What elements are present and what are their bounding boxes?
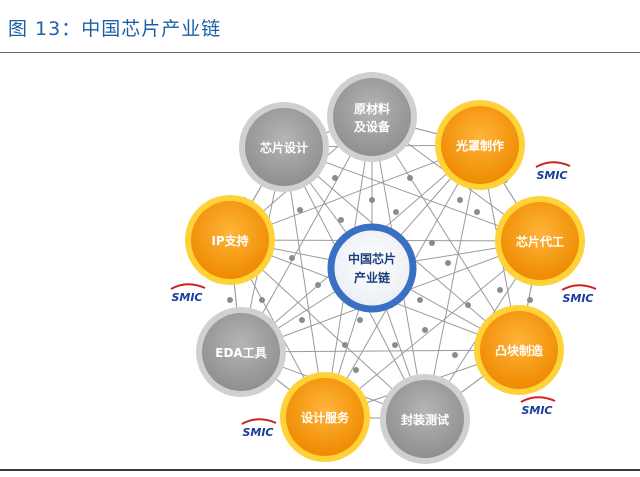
node-foundry: 芯片代工 — [495, 196, 585, 286]
junction-dot — [297, 207, 303, 213]
node-label: 原材料 — [354, 101, 390, 116]
node-disc — [202, 313, 280, 391]
junction-dot — [227, 297, 233, 303]
junction-dot — [392, 342, 398, 348]
junction-dot — [353, 367, 359, 373]
network-line — [240, 349, 520, 353]
network-line — [283, 146, 541, 242]
smic-arc-icon — [535, 161, 571, 168]
junction-dot — [338, 217, 344, 223]
junction-dot — [452, 352, 458, 358]
junction-dot — [497, 287, 503, 293]
node-disc — [245, 108, 323, 186]
smic-arc-icon — [561, 284, 597, 291]
node-label: EDA工具 — [215, 346, 266, 360]
center-label-line2: 产业链 — [354, 270, 391, 285]
node-design-service: 设计服务 — [280, 372, 370, 462]
center-node: 中国芯片 产业链 — [327, 223, 417, 313]
node-disc — [441, 106, 519, 184]
junction-dot — [422, 327, 428, 333]
network-line — [324, 240, 541, 418]
junction-dot — [417, 297, 423, 303]
node-label: 封装测试 — [401, 412, 449, 427]
node-disc — [501, 202, 579, 280]
node-label: 设计服务 — [301, 410, 350, 425]
smic-label: SMIC — [536, 169, 567, 182]
junction-dot — [527, 297, 533, 303]
node-label: 芯片设计 — [260, 140, 308, 155]
junction-dot — [315, 282, 321, 288]
node-label: 凸块制造 — [495, 343, 544, 358]
figure-title: 图 13：中国芯片产业链 — [8, 18, 222, 40]
junction-dot — [457, 197, 463, 203]
junction-dot — [369, 197, 375, 203]
smic-arc-icon — [170, 283, 206, 290]
node-disc — [480, 311, 558, 389]
junction-dot — [393, 209, 399, 215]
smic-label: SMIC — [562, 292, 593, 305]
center-label-line1: 中国芯片 — [348, 251, 396, 266]
junction-dot — [259, 297, 265, 303]
junction-dot — [299, 317, 305, 323]
smic-arc-icon — [241, 418, 277, 425]
junction-dot — [474, 209, 480, 215]
node-packaging: 封装测试 — [380, 374, 470, 464]
junction-dot — [289, 255, 295, 261]
node-chip-design: 芯片设计 — [239, 102, 329, 192]
node-eda: EDA工具 — [196, 307, 286, 397]
smic-arc-icon — [520, 396, 556, 403]
smic-badge: SMIC — [170, 283, 206, 304]
node-label: 及设备 — [354, 119, 391, 134]
junction-dot — [407, 175, 413, 181]
smic-badge: SMIC — [561, 284, 597, 305]
node-label: 芯片代工 — [516, 234, 564, 249]
junction-dot — [429, 240, 435, 246]
junction-dot — [342, 342, 348, 348]
node-disc — [191, 201, 269, 279]
node-ip: IP支持 — [185, 195, 275, 285]
network-line — [424, 144, 481, 420]
junction-dot — [445, 260, 451, 266]
node-label: 光罩制作 — [455, 138, 504, 153]
bottom-divider — [0, 469, 640, 471]
junction-dot — [332, 175, 338, 181]
node-disc — [386, 380, 464, 458]
outer-ring-line — [229, 116, 541, 420]
node-disc — [286, 378, 364, 456]
smic-badge: SMIC — [520, 396, 556, 417]
node-disc — [333, 78, 411, 156]
smic-badge: SMIC — [535, 161, 571, 182]
node-label: IP支持 — [211, 233, 248, 248]
node-mask: 光罩制作 — [435, 100, 525, 190]
smic-label: SMIC — [171, 291, 202, 304]
smic-label: SMIC — [521, 404, 552, 417]
node-bump: 凸块制造 — [474, 305, 564, 395]
network-line — [283, 146, 326, 418]
top-divider — [0, 52, 640, 53]
smic-label: SMIC — [242, 426, 273, 439]
junction-dot — [465, 302, 471, 308]
smic-badge: SMIC — [241, 418, 277, 439]
junction-dot — [357, 317, 363, 323]
smic-badges: SMIC SMIC SMIC SMIC SMIC — [170, 161, 597, 439]
